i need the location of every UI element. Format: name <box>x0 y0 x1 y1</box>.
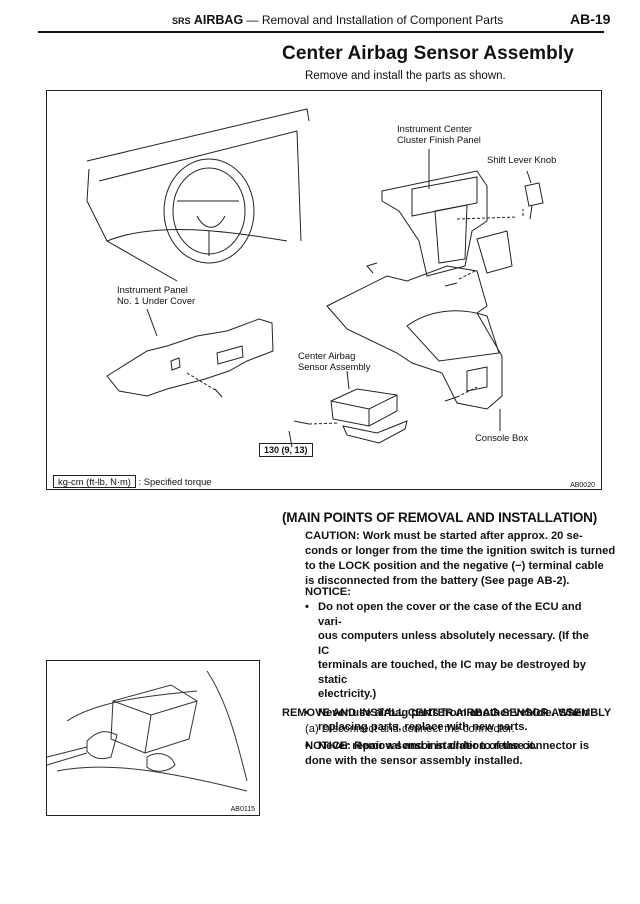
torque-value: 130 (9, 13) <box>259 443 313 457</box>
console-lid <box>406 310 500 362</box>
caution-line: CAUTION: Work must be started after appr… <box>305 530 583 542</box>
torque-unit-box: kg-cm (ft-lb, N·m) <box>53 475 136 488</box>
label-cluster-panel-1: Instrument Center <box>397 123 473 134</box>
sensor-assembly-body <box>330 388 398 427</box>
label-sensor-2: Sensor Assembly <box>298 361 371 372</box>
bullet-line: electricity.) <box>318 688 377 700</box>
diagram-drawing <box>86 108 544 448</box>
remove-install-heading: REMOVE AND INSTALL CENTER AIRBAG SENSOR … <box>282 707 612 719</box>
page-title: Center Airbag Sensor Assembly <box>282 43 574 64</box>
cluster-panel-shifter-hole <box>434 204 468 264</box>
under-cover <box>106 318 274 397</box>
dash-lower <box>106 228 288 242</box>
bolt-sensor <box>293 420 310 425</box>
list-item: • Do not open the cover or the case of t… <box>304 600 602 702</box>
torque-legend: kg-cm (ft-lb, N·m) : Specified torque <box>53 475 212 488</box>
bullet-icon: • <box>305 601 309 613</box>
bolt-console-rear <box>444 396 458 402</box>
notice2-line: NOTICE: Removal and installation of the … <box>305 740 590 752</box>
bullet-line: Do not open the cover or the case of the… <box>318 601 582 628</box>
step-a: (a) Disconnect and connect the connector… <box>305 723 515 735</box>
bullet-line: terminals are touched, the IC may be des… <box>318 659 586 686</box>
sensor-photo-drawing <box>47 670 248 792</box>
diagram-code: AB0020 <box>570 482 595 489</box>
leader-sensor <box>346 370 350 390</box>
page-subtitle: Remove and install the parts as shown. <box>305 70 506 82</box>
label-shift-knob: Shift Lever Knob <box>487 154 557 165</box>
cluster-panel-opening <box>411 176 478 217</box>
list-item: • Never repair a sensor in order to reus… <box>304 739 602 754</box>
leader-shift-knob <box>526 170 532 184</box>
header-srs: SRS <box>172 16 191 26</box>
shift-knob <box>524 182 544 207</box>
label-under-cover-2: No. 1 Under Cover <box>117 295 196 306</box>
dash-left-edge <box>86 168 178 282</box>
list-item: • Never use airbag parts from another ve… <box>304 706 602 735</box>
notice-label: NOTICE: <box>305 586 351 598</box>
steering-wheel-outer <box>163 158 255 264</box>
connector <box>86 731 118 760</box>
bullet-line: ous computers unless absolutely necessar… <box>318 630 589 657</box>
notice-list: • Do not open the cover or the case of t… <box>304 600 602 757</box>
label-cluster-panel-2: Cluster Finish Panel <box>397 134 481 145</box>
caution-line: conds or longer from the time the igniti… <box>305 545 616 557</box>
bolt-console-front <box>444 282 458 287</box>
main-points-heading: (MAIN POINTS OF REMOVAL AND INSTALLATION… <box>282 510 598 525</box>
bolt-under-cover <box>214 388 223 398</box>
torque-legend-text: : Specified torque <box>138 476 212 487</box>
caution-line: is disconnected from the battery (See pa… <box>305 575 570 587</box>
dash-top-line <box>86 108 310 162</box>
bullet-line: Never repair a sensor in order to reuse … <box>318 739 537 752</box>
leader-torque <box>288 430 293 448</box>
exploded-diagram: Instrument Center Cluster Finish Panel S… <box>46 90 602 490</box>
header-section: — Removal and Installation of Component … <box>243 13 504 27</box>
label-under-cover-1: Instrument Panel <box>117 284 188 295</box>
running-header: SRS AIRBAG — Removal and Installation of… <box>172 13 503 27</box>
notice2-block: NOTICE: Removal and installation of the … <box>305 739 589 769</box>
sensor-bracket <box>342 420 408 444</box>
sensor-unit <box>110 684 198 754</box>
header-airbag: AIRBAG <box>193 13 244 27</box>
cluster-finish-panel <box>381 170 488 277</box>
shift-boot <box>476 230 513 274</box>
bullet-line: Never use airbag parts from another vehi… <box>318 706 589 719</box>
header-rule <box>38 31 604 33</box>
bullet-icon: • <box>305 739 309 752</box>
sensor-photo: AB0115 <box>46 660 260 816</box>
page-number: AB-19 <box>570 11 611 27</box>
bullet-icon: • <box>305 706 309 719</box>
console-box-body <box>326 265 503 410</box>
dash-face <box>98 130 302 242</box>
caution-line: to the LOCK position and the negative (−… <box>305 560 604 572</box>
steering-spokes <box>177 200 239 256</box>
leader-under-cover <box>146 308 158 337</box>
label-console-box: Console Box <box>475 432 529 443</box>
bullet-line: replacing parts, replace with new parts. <box>318 721 528 733</box>
caution-block: CAUTION: Work must be started after appr… <box>305 529 615 589</box>
notice2-line: done with the sensor assembly installed. <box>305 755 523 767</box>
label-sensor-1: Center Airbag <box>298 350 356 361</box>
photo-code: AB0115 <box>230 806 255 813</box>
